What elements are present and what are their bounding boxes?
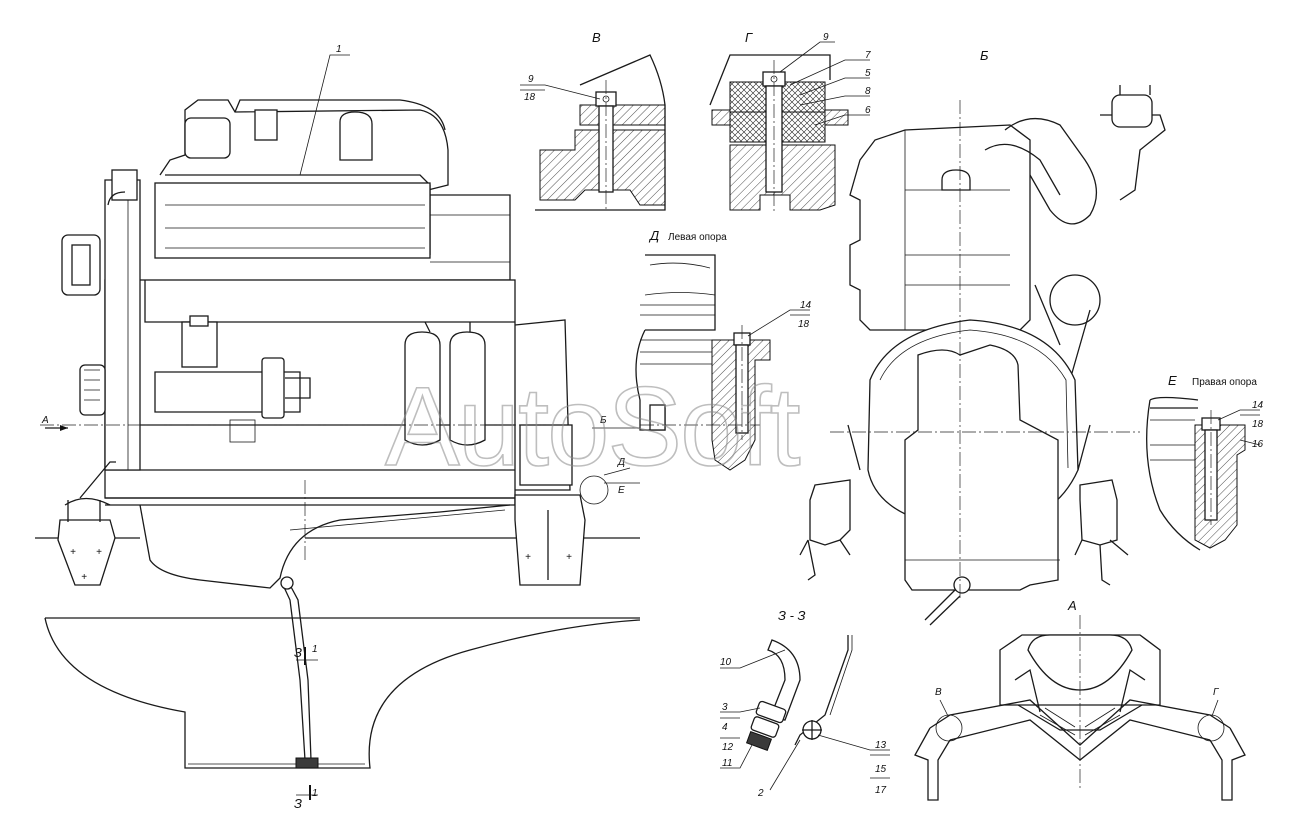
e-leader-16: 16 [1252, 439, 1264, 450]
v-leader-18: 18 [524, 92, 536, 103]
view-g-title: Г [745, 30, 753, 45]
engine-side-view: + + + + + [40, 99, 609, 769]
g-leader-6: 6 [865, 105, 871, 116]
g-leader-9: 9 [823, 32, 829, 43]
view-d-title: Д [648, 228, 659, 243]
mark-z-top-sub: 1 [312, 644, 318, 655]
svg-text:+: + [96, 547, 102, 558]
mark-z-bottom: З [294, 796, 302, 811]
z-leader-15: 15 [875, 764, 887, 775]
view-a-bottom: А В Г [914, 598, 1246, 801]
d-leader-14: 14 [800, 300, 812, 311]
view-v-section: В 9 18 [520, 30, 666, 212]
view-marks-side: А Б Д Е З 1 З 1 1 [41, 44, 640, 811]
z-leader-2: 2 [757, 788, 764, 799]
mark-z-bottom-sub: 1 [312, 788, 318, 799]
z-leader-10: 10 [720, 657, 732, 668]
svg-text:+: + [566, 552, 572, 563]
g-leader-8: 8 [865, 86, 871, 97]
a-mark-g: Г [1213, 687, 1220, 698]
z-leader-3: 3 [722, 702, 728, 713]
view-d-left-mount: Д Левая опора 14 18 [635, 228, 812, 471]
mark-e: Е [618, 485, 625, 496]
view-e-caption: Правая опора [1192, 377, 1257, 388]
z-leader-13: 13 [875, 740, 887, 751]
g-leader-5: 5 [865, 68, 871, 79]
view-z-title: З - З [778, 608, 806, 623]
mark-d: Д [617, 457, 625, 468]
view-e-right-mount: Е Правая опора 14 18 16 [1146, 373, 1264, 551]
svg-text:+: + [525, 552, 531, 563]
d-leader-18: 18 [798, 319, 810, 330]
z-leader-17: 17 [875, 785, 887, 796]
watermark: AutoSoft [385, 364, 801, 489]
e-leader-18: 18 [1252, 419, 1264, 430]
view-d-caption: Левая опора [668, 232, 727, 243]
e-leader-14: 14 [1252, 400, 1264, 411]
view-e-title: Е [1168, 373, 1177, 388]
view-b-title: Б [980, 48, 989, 63]
g-leader-7: 7 [865, 50, 871, 61]
svg-text:+: + [70, 547, 76, 558]
view-g-section: Г 9 7 5 8 6 [709, 30, 871, 212]
z-leader-4: 4 [722, 722, 728, 733]
view-a-title: А [1067, 598, 1077, 613]
v-leader-9: 9 [528, 74, 534, 85]
mark-z-top: З [294, 645, 302, 660]
mark-a: А [41, 415, 49, 426]
leader-1: 1 [336, 44, 342, 55]
section-z-z: З - З 10 3 4 12 11 2 13 15 17 [720, 608, 890, 799]
view-v-title: В [592, 30, 601, 45]
svg-text:+: + [81, 572, 87, 583]
z-leader-11: 11 [722, 758, 732, 769]
view-b-front: Б [799, 48, 1166, 626]
z-leader-12: 12 [722, 742, 734, 753]
mark-b: Б [600, 415, 607, 426]
a-mark-b: В [935, 687, 942, 698]
